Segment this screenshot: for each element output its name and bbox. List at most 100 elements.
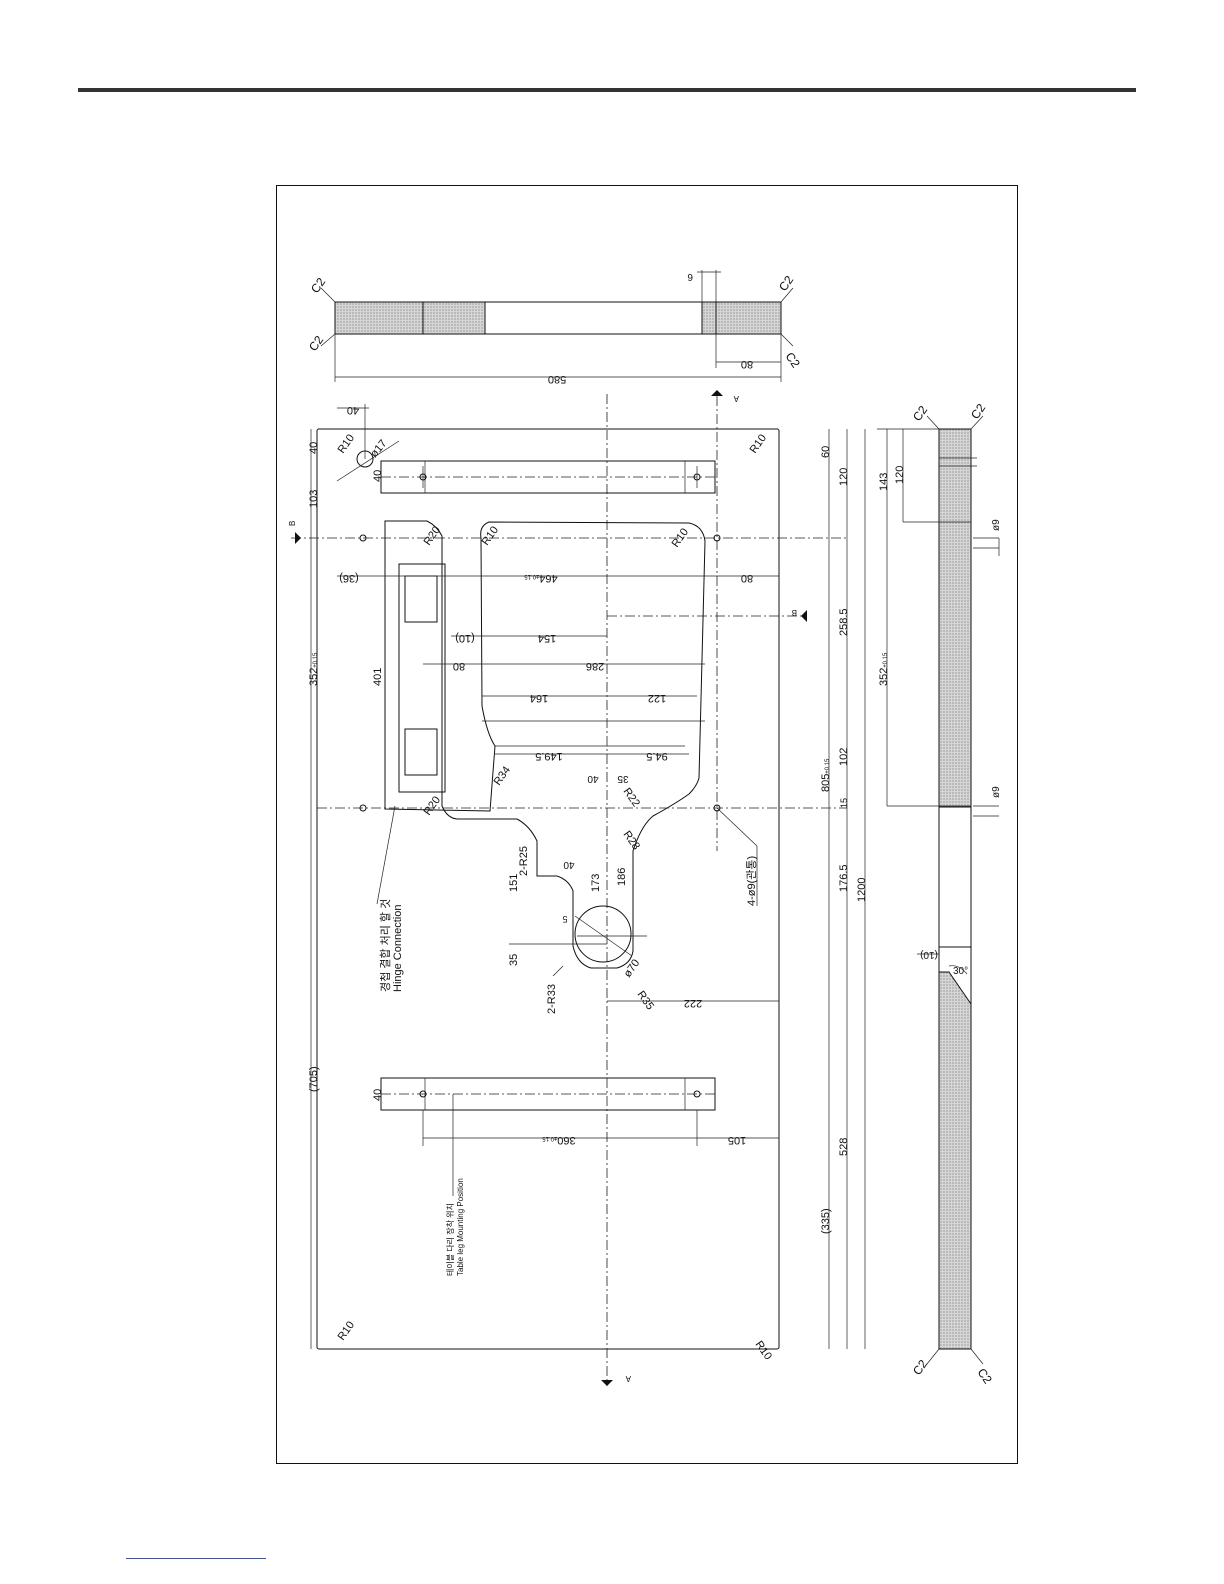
hinge-block-top: [404, 575, 438, 623]
top-open-section: [484, 301, 703, 335]
dim-120: 120: [838, 468, 850, 486]
dim-401: 401: [372, 668, 384, 686]
dim-105: 105: [728, 1134, 746, 1146]
top-notch: [701, 301, 717, 335]
dim-5: 5: [562, 914, 567, 924]
dim-222: 222: [684, 997, 702, 1009]
holes-4x9-label: 4-ø9(관통): [745, 856, 758, 906]
dim-154: 154: [538, 632, 556, 644]
dim-464: 464±0.15: [524, 572, 558, 584]
side-dim-10: (10): [920, 949, 938, 960]
dim-103: 103: [308, 490, 320, 508]
hinge-block-bottom: [404, 728, 438, 776]
side-open-section: [938, 806, 972, 948]
dim-60: 60: [820, 446, 832, 458]
dim-15: 15: [839, 798, 849, 808]
dim-36: (36): [339, 572, 359, 584]
width-580-label: 580: [548, 373, 566, 385]
r28-label: R28: [621, 829, 642, 852]
dim-80-b: 80: [453, 660, 465, 672]
dim-528: 528: [838, 1138, 850, 1156]
hinge-note-ko: 경첩 결합 처리 할 것: [379, 899, 392, 992]
side-chamfer-tr: C2: [968, 401, 988, 422]
chamfer-label-bl: C2: [306, 333, 326, 354]
section-a-label-top: A: [733, 394, 739, 403]
chamfer-label-tr: C2: [776, 273, 796, 294]
radius-label-br: R10: [753, 1339, 774, 1362]
side-dim-352: 352±0.15: [878, 652, 890, 686]
top-hatch-left-a: [334, 301, 424, 335]
dim-40-top: 40: [347, 404, 359, 416]
technical-drawing: C2 C2 C2 C2 6 80 580 R10 R10 R10 R10 ø17…: [288, 270, 1002, 1387]
notch-width-label: 80: [741, 358, 753, 370]
chamfer-label-br: C2: [783, 350, 803, 371]
top-section-view: C2 C2 C2 C2 6 80 580: [306, 270, 803, 385]
r20-bottom: R20: [422, 794, 443, 817]
dim-151: 151: [508, 874, 520, 892]
leg-note-ko: 테이블 다리 장착 위치: [445, 1203, 455, 1276]
r25-label: 2-R25: [518, 846, 530, 876]
hinge-note-en: Hinge Connection: [392, 905, 404, 992]
r35-label: R35: [635, 989, 656, 1012]
leg-note-en: Table leg Mounting Position: [456, 1178, 465, 1276]
side-dim-120: 120: [894, 466, 906, 484]
dim-40-cut: 40: [587, 773, 599, 784]
dim-173: 173: [590, 874, 602, 892]
r34-label: R34: [492, 764, 513, 787]
radius-label-tl: R10: [336, 432, 357, 455]
r10-inner: R10: [480, 524, 501, 547]
r33-label: 2-R33: [546, 984, 558, 1014]
dim-102: 102: [838, 748, 850, 766]
radius-label-tr: R10: [748, 432, 769, 455]
top-hatch-left-b: [422, 301, 486, 335]
drawing-frame: C2 C2 C2 C2 6 80 580 R10 R10 R10 R10 ø17…: [276, 185, 1018, 1464]
dim-164: 164: [530, 692, 548, 704]
footer-link-underline: [126, 1558, 266, 1559]
dim-258-5: 258.5: [838, 608, 850, 636]
dim-1200: 1200: [856, 878, 868, 902]
dim-286: 286: [586, 660, 604, 672]
side-chamfer-bl: C2: [910, 1357, 930, 1378]
header-rule: [78, 88, 1136, 92]
dim-122: 122: [648, 692, 666, 704]
r22-label: R22: [621, 786, 642, 809]
cutout-outline: [384, 520, 706, 969]
dim-705: (705): [308, 1066, 320, 1092]
slot-top-40: 40: [372, 470, 384, 482]
section-b-label-2: B: [792, 608, 797, 617]
dim-40-left: 40: [308, 442, 320, 454]
side-dim-143: 143: [878, 473, 890, 491]
side-dim-30deg: 30°: [953, 966, 968, 977]
dim-35-bottom: 35: [508, 954, 520, 966]
notch-depth-label: 6: [687, 271, 693, 282]
dim-40-neck: 40: [563, 859, 575, 870]
dim-352-left: 352±0.15: [308, 652, 320, 686]
dim-186: 186: [616, 868, 628, 886]
side-hatch-upper: [938, 428, 972, 808]
main-plan-view: R10 R10 R10 R10 ø17 40 A A B B: [288, 390, 868, 1386]
dim-805: 805±0.15: [820, 758, 832, 792]
section-b-label: B: [288, 521, 297, 526]
dim-94-5: 94.5: [646, 750, 667, 762]
hole-70-label: ø70: [622, 957, 643, 979]
dim-80: 80: [741, 572, 753, 584]
top-hatch-right: [715, 301, 782, 335]
hole-17-label: ø17: [368, 438, 389, 460]
side-chamfer-tl: C2: [910, 403, 930, 424]
side-hole-9-top: ø9: [991, 519, 1002, 531]
slot-bottom-40: 40: [372, 1089, 384, 1101]
section-a-label-bottom: A: [625, 1374, 631, 1383]
dim-360: 360±0.15: [542, 1134, 576, 1146]
dim-35-cut: 35: [617, 773, 629, 784]
dim-10: (10): [455, 632, 475, 644]
dim-335: (335): [820, 1208, 832, 1234]
side-hatch-lower: [938, 971, 972, 1350]
dim-176-5: 176.5: [838, 864, 850, 892]
radius-label-bl: R10: [336, 1319, 357, 1342]
side-hole-9-bottom: ø9: [991, 786, 1002, 798]
hinge-pocket: [398, 563, 446, 793]
side-chamfer-br: C2: [975, 1366, 995, 1387]
r20-top: R20: [422, 524, 443, 547]
hole-70: [574, 905, 632, 963]
dim-149-5: 149.5: [535, 750, 563, 762]
